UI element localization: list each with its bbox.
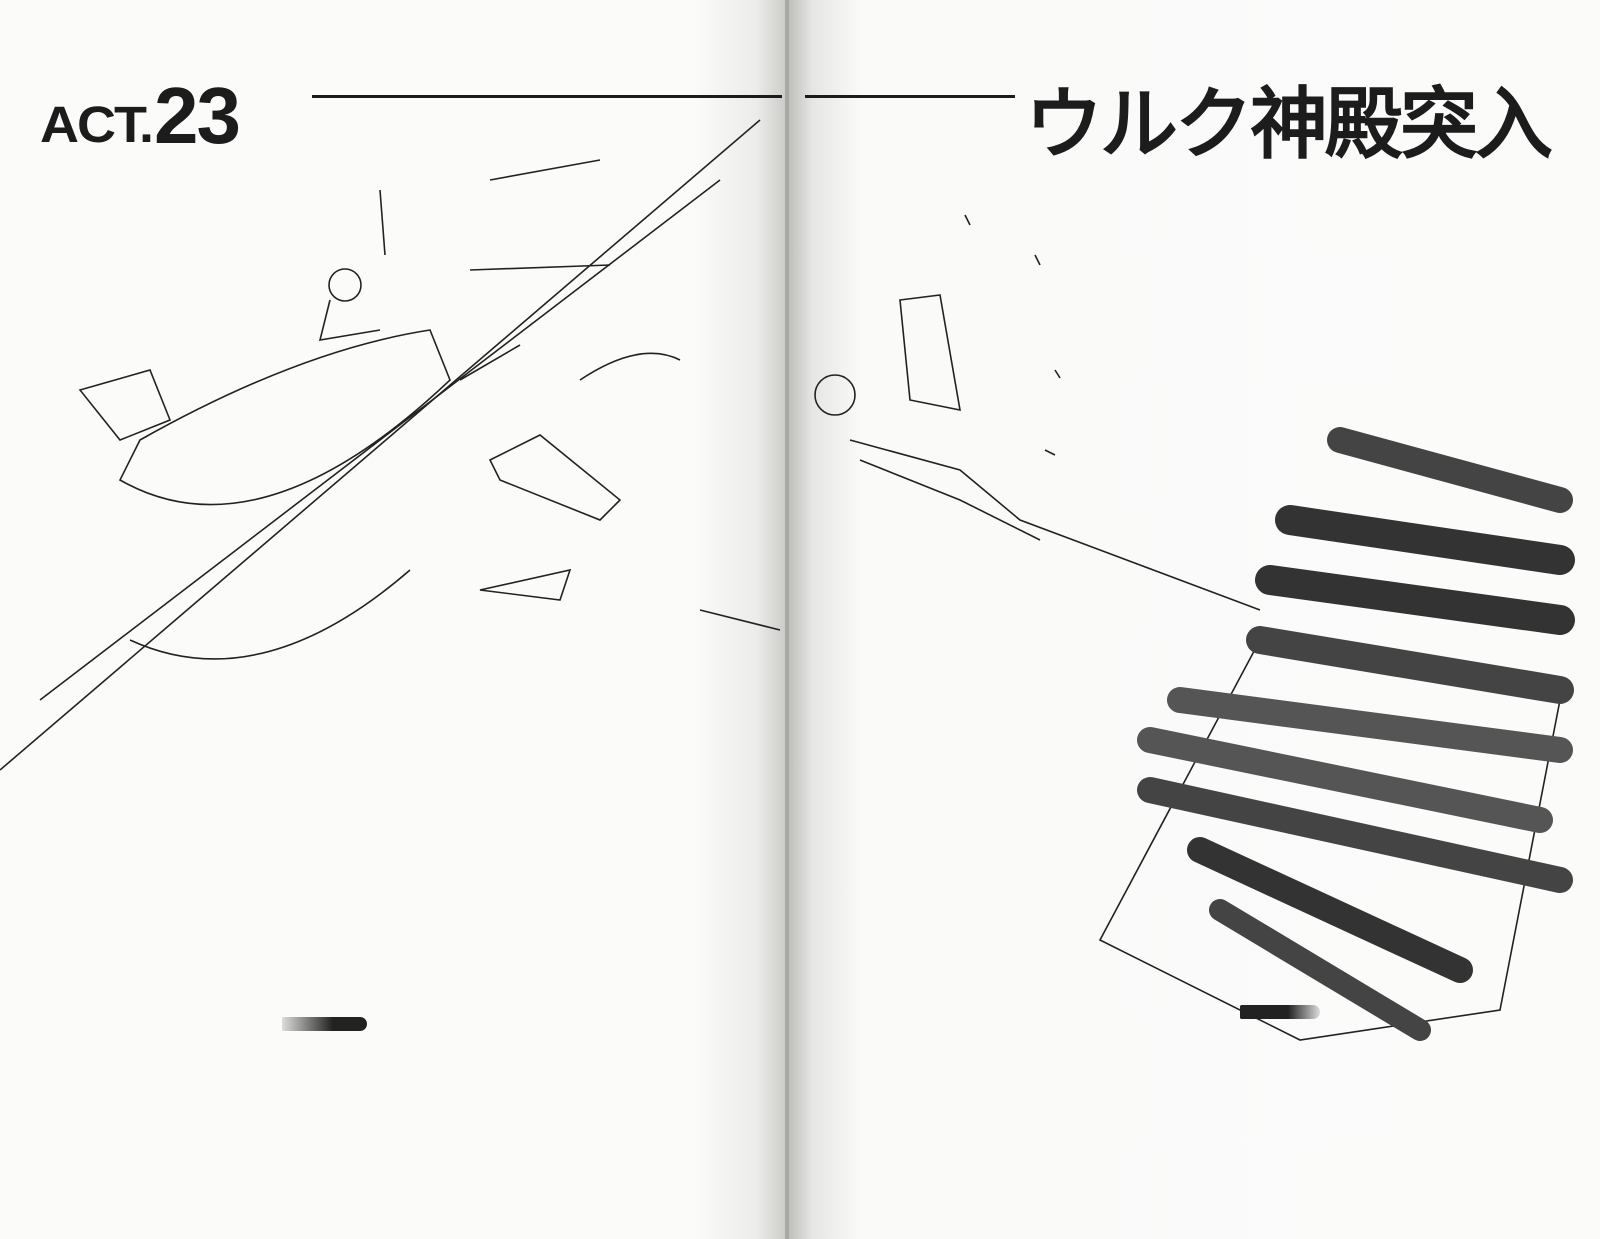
chapter-number: 23 (154, 71, 241, 160)
page-gutter (785, 0, 789, 1239)
chapter-heading: ACT.23 (40, 70, 241, 162)
spaceship-sketch-right (814, 214, 1561, 1041)
temple-columns (1137, 427, 1575, 1041)
title-rule-left (312, 95, 782, 98)
chapter-label: ACT. (40, 96, 154, 154)
left-page (0, 0, 788, 1239)
title-rule-right (805, 95, 1015, 98)
page-marker-right (1240, 1005, 1320, 1019)
chapter-title: ウルク神殿突入 (1024, 80, 1553, 168)
spaceship-sketch-left (0, 119, 781, 771)
page-marker-left (282, 1017, 367, 1031)
